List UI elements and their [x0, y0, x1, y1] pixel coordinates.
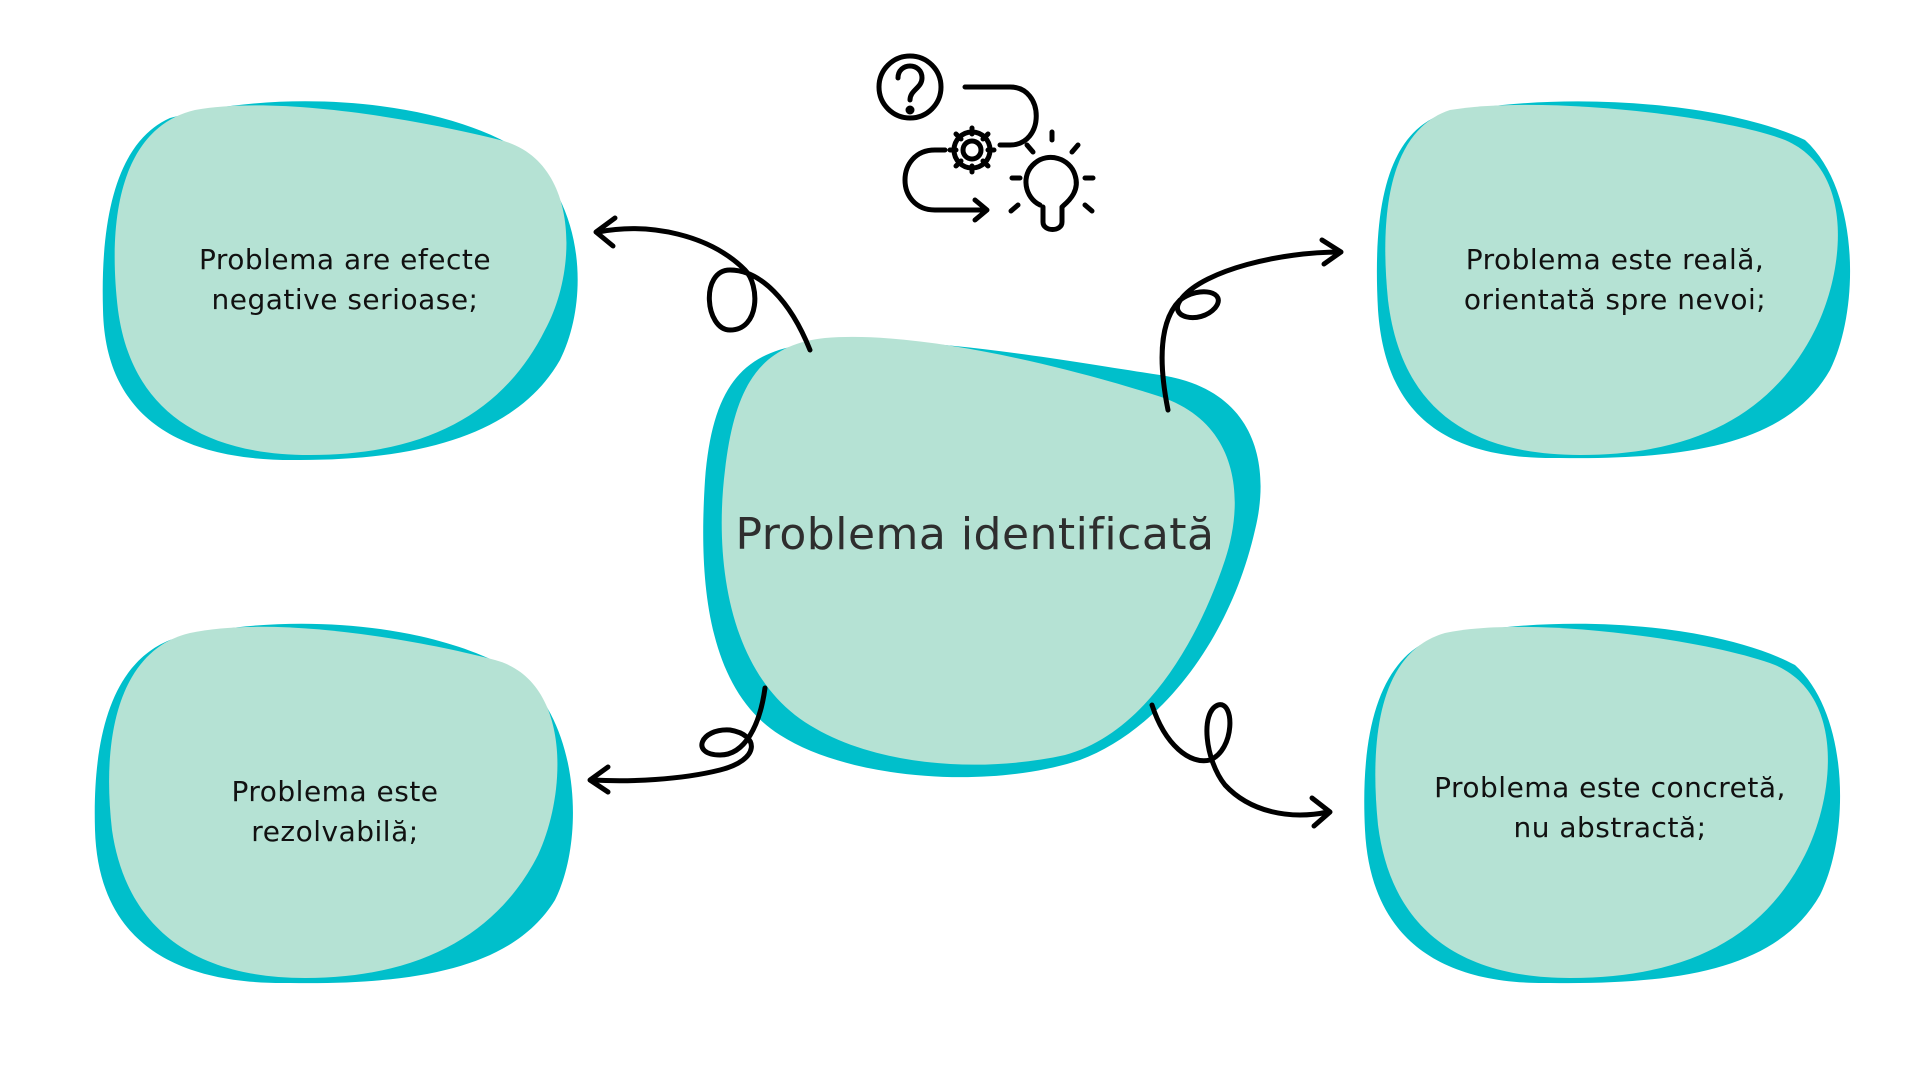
node-label-bottom-left: Problema este rezolvabilă;: [231, 775, 439, 848]
blob-fill: [1375, 626, 1828, 978]
process-path-bottom: [902, 147, 988, 213]
gear-icon: [947, 125, 997, 175]
center-label: Problema identificată: [735, 509, 1215, 560]
blob-fill: [1385, 104, 1838, 456]
node-blob-bottom-left: [94, 623, 573, 984]
center-blob: [703, 336, 1261, 778]
node-blob-bottom-right: [1364, 623, 1841, 984]
process-arrow-head: [972, 197, 990, 223]
process-path-top: [962, 84, 1039, 148]
arrow-to-top-left: [593, 215, 813, 353]
blob-fill: [114, 105, 567, 456]
node-label-bottom-right: Problema este concretă, nu abstractă;: [1434, 771, 1786, 844]
question-circle-icon: [876, 53, 944, 121]
node-label-top-left: Problema are efecte negative serioase;: [198, 243, 492, 316]
arrow-to-top-right: [1159, 237, 1344, 413]
blob-fill: [721, 336, 1235, 765]
lightbulb-icon: [1008, 129, 1096, 232]
blob-fill: [109, 626, 558, 978]
arrow-to-bottom-right: [1149, 702, 1333, 829]
node-blob-top-right: [1376, 101, 1851, 459]
arrow-to-bottom-left: [587, 685, 768, 795]
node-blob-top-left: [102, 101, 578, 461]
node-label-top-right: Problema este reală, orientată spre nevo…: [1463, 243, 1767, 316]
process-icon-group: [876, 53, 1096, 232]
